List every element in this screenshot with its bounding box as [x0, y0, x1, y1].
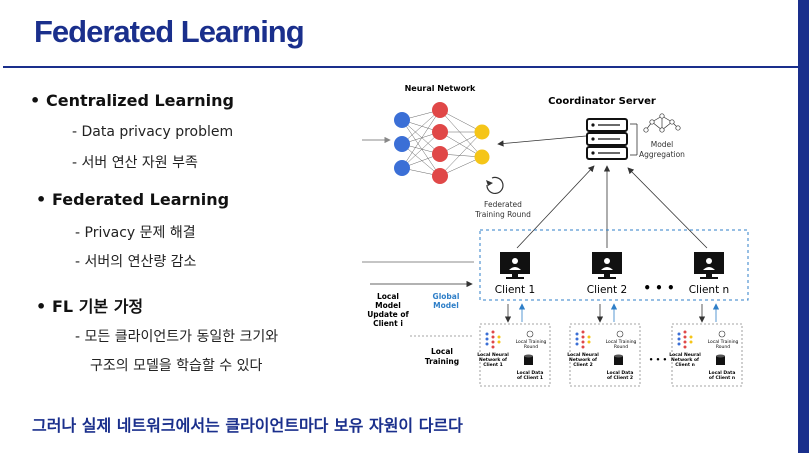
legend-global-model: Model	[433, 301, 459, 310]
hidden-node	[432, 168, 448, 184]
svg-text:Round: Round	[614, 344, 628, 350]
bullet-dot-icon: •	[36, 297, 47, 316]
mini-network-icon	[677, 330, 693, 349]
legend-local-model: Local	[377, 292, 399, 301]
input-node	[394, 112, 410, 128]
bullet-label: Federated Learning	[52, 190, 230, 209]
bullet-dot-icon: •	[36, 190, 47, 209]
footer-statement: 그러나 실제 네트워크에서는 클라이언트마다 보유 자원이 다르다	[32, 416, 463, 435]
refresh-icon	[486, 176, 504, 194]
svg-text:Round: Round	[716, 344, 730, 350]
input-node	[394, 136, 410, 152]
svg-text:Client n: Client n	[675, 362, 695, 368]
sub-bullet: - Privacy 문제 해결	[75, 225, 196, 241]
sub-bullet: - 서버 연산 자원 부족	[72, 155, 198, 171]
neural-network-edges	[401, 109, 483, 177]
svg-text:Network of: Network of	[569, 357, 597, 363]
client1-to-server-arrow	[516, 165, 595, 249]
svg-text:Local Training: Local Training	[516, 339, 547, 345]
server-icon	[586, 118, 628, 160]
svg-text:of Client 2: of Client 2	[607, 375, 633, 381]
client-label: Client 1	[495, 284, 535, 296]
clientn-to-server-arrow	[627, 167, 708, 249]
federated-round-label: Training Round	[474, 210, 531, 219]
svg-text:of Client 1: of Client 1	[517, 375, 543, 381]
hidden-node	[432, 102, 448, 118]
database-icon	[614, 354, 623, 365]
svg-text:Local Data: Local Data	[517, 370, 544, 376]
local-training-box-client2: Local Neural Network of Client 2 Local T…	[567, 323, 641, 387]
svg-text:Local Data: Local Data	[607, 370, 634, 376]
client-label: Client 2	[587, 284, 627, 296]
clients-group-box	[479, 229, 749, 301]
legend-local-training: Training	[425, 357, 459, 366]
input-node	[394, 160, 410, 176]
svg-text:Local Neural: Local Neural	[477, 352, 509, 358]
neural-network-label: Neural Network	[405, 84, 476, 93]
svg-text:Network of: Network of	[671, 357, 699, 363]
sub-bullet: - 모든 클라이언트가 동일한 크기와	[75, 329, 279, 345]
bullet-label: Centralized Learning	[46, 91, 234, 110]
database-icon	[716, 354, 725, 365]
svg-text:Local Training: Local Training	[708, 339, 739, 345]
client-label: Client n	[689, 284, 729, 296]
diagram-svg: Neural Network Federated Training Round …	[349, 84, 749, 387]
legend-local-model: Model	[375, 301, 401, 310]
network-graph-icon	[643, 113, 681, 133]
svg-text:Client 1: Client 1	[483, 362, 503, 368]
client-monitor-icon	[500, 252, 530, 279]
model-aggregation-label: Model	[651, 140, 674, 149]
svg-text:Network of: Network of	[479, 357, 507, 363]
hidden-node	[432, 124, 448, 140]
clients-ellipsis: • • •	[643, 281, 674, 295]
refresh-icon	[616, 330, 624, 338]
client-monitor-icon	[694, 252, 724, 279]
output-node	[474, 149, 490, 165]
coordinator-server-label: Coordinator Server	[548, 96, 656, 107]
right-accent-bar	[798, 0, 809, 453]
bullet-federated: • Federated Learning	[36, 190, 229, 209]
legend-local-model: Client i	[373, 319, 403, 328]
refresh-icon	[526, 330, 534, 338]
sub-bullet: - 서버의 연산량 감소	[75, 254, 197, 270]
legend-local-model: Update of	[367, 310, 409, 319]
svg-text:Round: Round	[524, 344, 538, 350]
legend-global-model: Global	[433, 292, 460, 301]
sub-bullet: 구조의 모델을 학습할 수 있다	[90, 358, 263, 374]
bullet-label: FL 기본 가정	[52, 297, 144, 316]
svg-text:Local Neural: Local Neural	[567, 352, 599, 358]
output-node	[474, 124, 490, 140]
bullet-dot-icon: •	[30, 91, 41, 110]
legend-local-training: Local	[431, 347, 453, 356]
database-icon	[524, 354, 533, 365]
svg-text:Local Data: Local Data	[709, 370, 736, 376]
client-monitor-icon	[592, 252, 622, 279]
bullet-centralized: • Centralized Learning	[30, 91, 234, 110]
svg-text:Client 2: Client 2	[573, 362, 593, 368]
sub-bullet: - Data privacy problem	[72, 124, 234, 140]
federated-round-label: Federated	[484, 200, 522, 209]
title-divider	[3, 66, 805, 68]
local-training-box-client1: Local Neural Network of Client 1 Local T…	[477, 323, 551, 387]
hidden-node	[432, 146, 448, 162]
svg-text:of Client n: of Client n	[709, 375, 735, 381]
slide-title: Federated Learning	[34, 14, 305, 49]
server-to-network-arrow	[497, 135, 587, 147]
federated-learning-diagram: Neural Network Federated Training Round …	[349, 80, 762, 390]
mini-network-icon	[485, 330, 501, 349]
local-boxes-ellipsis: • • •	[649, 356, 667, 364]
svg-text:Local Neural: Local Neural	[669, 352, 701, 358]
mini-network-icon	[575, 330, 591, 349]
local-training-box-clientn: Local Neural Network of Client n Local T…	[669, 323, 743, 387]
bullet-fl-assumption: • FL 기본 가정	[36, 293, 143, 317]
refresh-icon	[718, 330, 726, 338]
svg-text:Local Training: Local Training	[606, 339, 637, 345]
model-aggregation-label: Aggregation	[639, 150, 685, 159]
